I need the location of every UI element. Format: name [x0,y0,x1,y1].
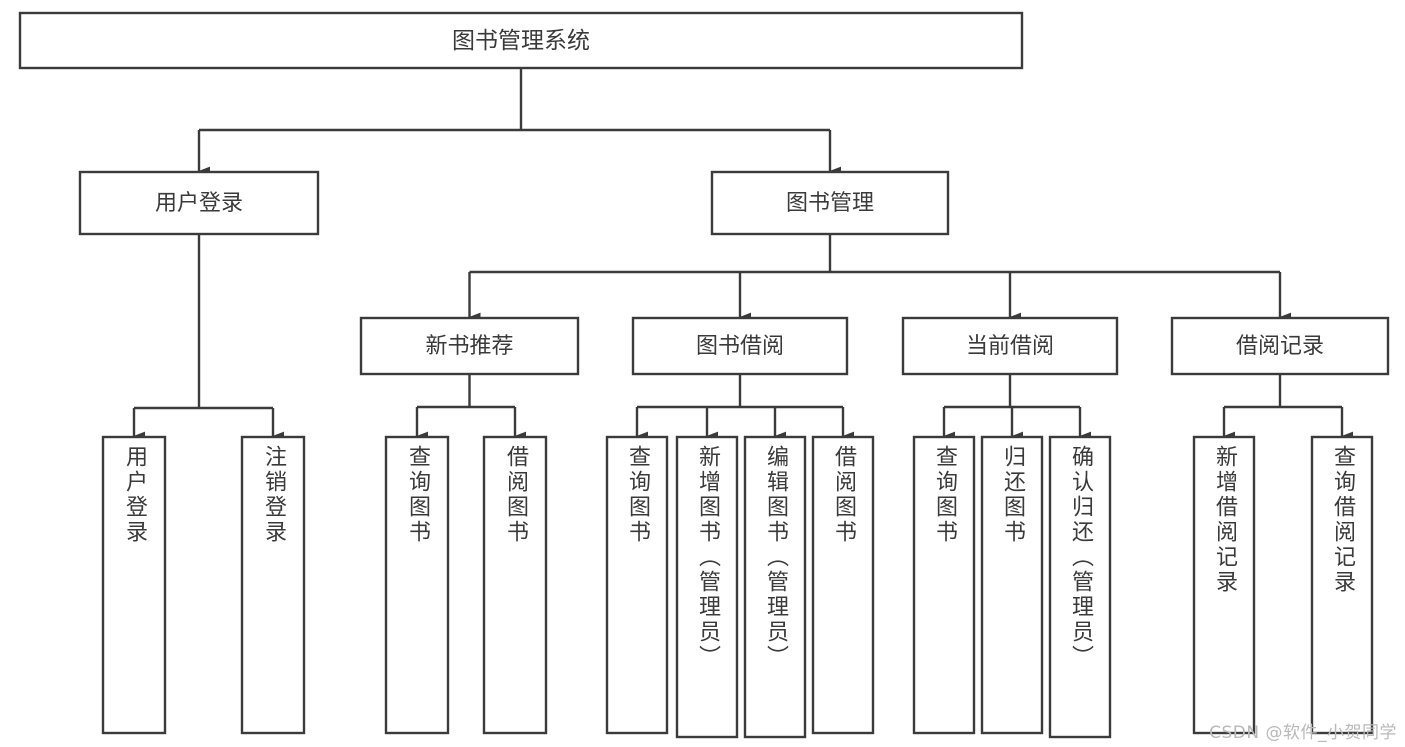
leaf-node-4[interactable] [605,435,669,735]
level2-node-0-rect [359,316,580,376]
leaf-node-8[interactable] [912,435,976,735]
watermark-text: CSDN @软件_小贺同学 [1209,723,1397,743]
leaf-node-2[interactable] [384,435,450,735]
leaf-node-3[interactable] [482,435,548,735]
leaf-node-11-rect [1192,435,1256,735]
leaf-node-1-rect [240,435,306,735]
level2-node-0[interactable]: 新书推荐 [359,316,580,376]
level1-node-0[interactable]: 用户登录 [78,170,320,236]
leaf-node-8-rect [912,435,976,735]
leaf-node-5[interactable] [675,435,739,739]
leaf-node-0-rect [101,435,167,735]
leaf-node-5-rect [675,435,739,739]
leaf-node-7[interactable] [811,435,875,735]
leaf-node-4-rect [605,435,669,735]
level2-node-1-label: 图书借阅 [696,334,784,359]
level2-node-3-label: 借阅记录 [1236,334,1324,359]
level2-node-1[interactable]: 图书借阅 [631,316,849,376]
root-node-rect [18,11,1024,70]
level2-node-1-rect [631,316,849,376]
leaf-node-9-rect [980,435,1044,735]
leaf-node-3-rect [482,435,548,735]
connector-lines [132,68,1354,441]
level1-node-0-rect [78,170,320,236]
level2-node-0-label: 新书推荐 [425,334,513,359]
leaf-node-7-rect [811,435,875,735]
leaf-node-6[interactable] [743,435,807,739]
level1-node-1-label: 图书管理 [786,191,874,216]
level1-node-0-label: 用户登录 [155,191,243,216]
root-node[interactable]: 图书管理系统 [18,11,1024,70]
level2-node-3[interactable]: 借阅记录 [1170,316,1390,376]
leaf-node-0[interactable] [101,435,167,735]
level1-node-1[interactable]: 图书管理 [710,170,950,236]
level2-node-2[interactable]: 当前借阅 [901,316,1119,376]
level2-node-2-label: 当前借阅 [966,334,1054,359]
leaf-node-10-rect [1048,435,1112,739]
level2-node-2-rect [901,316,1119,376]
leaf-node-1[interactable] [240,435,306,735]
level1-node-1-rect [710,170,950,236]
level2-node-3-rect [1170,316,1390,376]
leaf-node-12[interactable] [1310,435,1374,735]
root-node-label: 图书管理系统 [452,28,590,54]
leaf-node-11[interactable] [1192,435,1256,735]
leaf-node-9[interactable] [980,435,1044,735]
leaf-node-10[interactable] [1048,435,1112,739]
leaf-node-12-rect [1310,435,1374,735]
leaf-node-6-rect [743,435,807,739]
leaf-node-2-rect [384,435,450,735]
